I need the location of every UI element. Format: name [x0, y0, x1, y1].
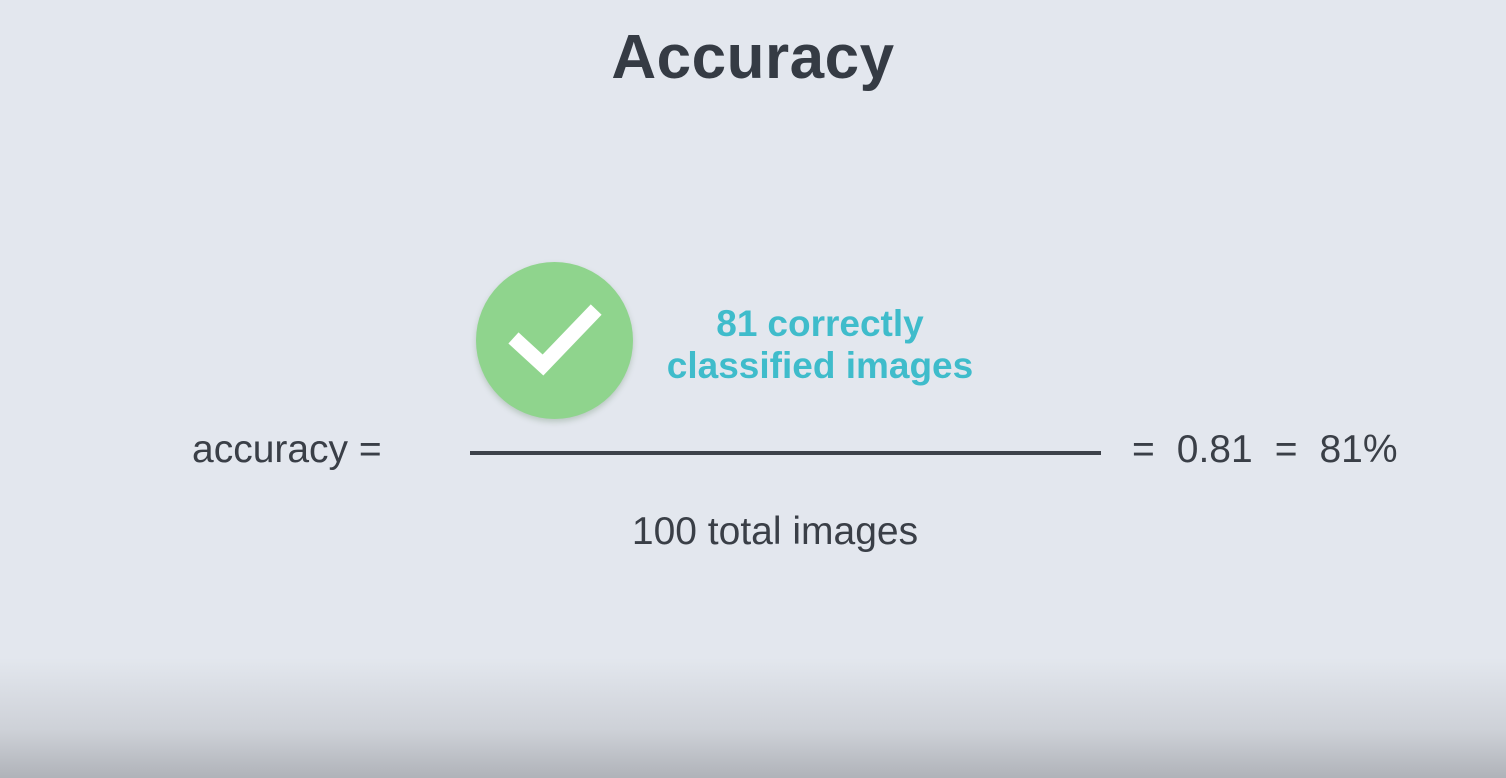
numerator-label-2: classified images	[666, 345, 974, 386]
equals-sign-1: =	[1132, 428, 1155, 471]
numerator-label-1: correctly	[767, 303, 924, 344]
fraction-bar	[470, 451, 1101, 455]
result-expression: = 0.81 = 81%	[1132, 428, 1398, 472]
slide-title: Accuracy	[611, 23, 895, 92]
correct-badge	[476, 262, 633, 419]
bottom-shade	[0, 658, 1506, 778]
accuracy-label: accuracy =	[192, 428, 382, 471]
result-percent: 81%	[1319, 428, 1398, 471]
denominator-text: 100 total images	[631, 510, 919, 553]
correct-count: 81	[716, 303, 758, 344]
check-icon	[507, 303, 602, 375]
equals-sign-2: =	[1274, 428, 1298, 471]
result-decimal: 0.81	[1176, 428, 1253, 471]
